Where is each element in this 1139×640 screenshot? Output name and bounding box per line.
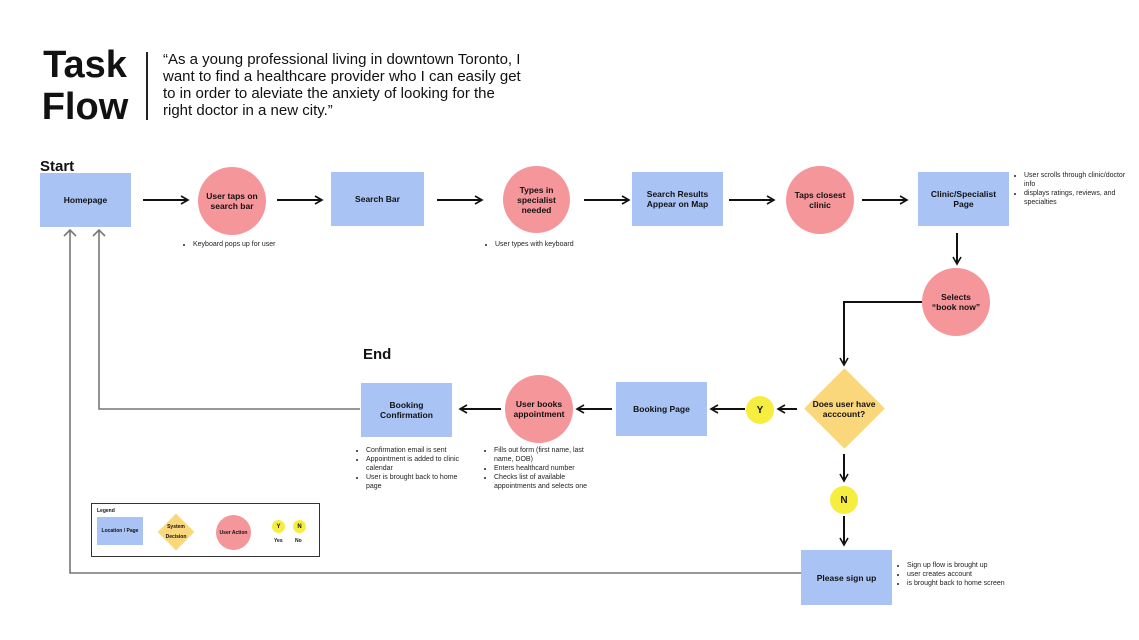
node-please-sign-up: Please sign up: [801, 550, 892, 605]
legend-yes-label: Yes: [274, 538, 283, 544]
return-signup-to-home: [63, 228, 801, 574]
note-item: Keyboard pops up for user: [193, 240, 333, 249]
node-booking-page: Booking Page: [616, 382, 707, 436]
node-search-results: Search Results Appear on Map: [632, 172, 723, 226]
note-item: Fills out form (first name, last name, D…: [494, 446, 600, 464]
header-divider: [146, 52, 148, 120]
legend-no-label: No: [295, 538, 302, 544]
node-user-books-appointment: User books appointment: [505, 375, 573, 443]
node-booking-confirmation: Booking Confirmation: [361, 383, 452, 437]
note-item: User scrolls through clinic/doctor info: [1024, 171, 1134, 189]
legend-system-decision: System Decision: [165, 524, 187, 540]
notes-taps-search: Keyboard pops up for user: [183, 240, 333, 249]
node-user-taps-search: User taps on search bar: [198, 167, 266, 235]
note-item: Confirmation email is sent: [366, 446, 466, 455]
note-item: is brought back to home screen: [907, 579, 1007, 588]
legend-yes-symbol: Y: [272, 520, 285, 533]
legend-location-page: Location / Page: [97, 517, 143, 545]
notes-clinic-page: User scrolls through clinic/doctor info …: [1014, 171, 1134, 207]
legend-title: Legend: [97, 508, 115, 514]
node-taps-clinic: Taps closest clinic: [786, 166, 854, 234]
notes-booking-confirmation: Confirmation email is sent Appointment i…: [356, 446, 466, 491]
notes-sign-up: Sign up flow is brought up user creates …: [897, 561, 1007, 588]
page-title: Task Flow: [38, 44, 132, 128]
node-search-bar: Search Bar: [331, 172, 424, 226]
notes-types-specialist: User types with keyboard: [485, 240, 635, 249]
note-item: user creates account: [907, 570, 1007, 579]
arrow-selects-to-decision: [839, 301, 922, 367]
note-item: Enters healthcard number: [494, 464, 600, 473]
node-yes: Y: [746, 396, 774, 424]
node-clinic-page: Clinic/Specialist Page: [918, 172, 1009, 226]
note-item: User types with keyboard: [495, 240, 635, 249]
note-item: Checks list of available appointments an…: [494, 473, 600, 491]
node-has-account: Does user have acccount?: [812, 399, 876, 419]
node-types-specialist: Types in specialist needed: [503, 166, 570, 233]
title-line-2: Flow: [41, 86, 129, 128]
start-label: Start: [40, 158, 75, 175]
legend-user-action: User Action: [216, 515, 251, 550]
note-item: User is brought back to home page: [366, 473, 466, 491]
return-confirmation-to-home: [92, 228, 360, 410]
note-item: Sign up flow is brought up: [907, 561, 1007, 570]
legend: Legend Location / Page System Decision U…: [91, 503, 320, 557]
user-story-quote: “As a young professional living in downt…: [163, 51, 521, 119]
note-item: Appointment is added to clinic calendar: [366, 455, 466, 473]
node-no: N: [830, 486, 858, 514]
legend-no-symbol: N: [293, 520, 306, 533]
notes-books-appointment: Fills out form (first name, last name, D…: [484, 446, 600, 491]
title-line-1: Task: [43, 44, 127, 86]
node-homepage: Homepage: [40, 173, 131, 227]
note-item: displays ratings, reviews, and specialti…: [1024, 189, 1134, 207]
node-selects-book-now: Selects “book now”: [922, 268, 990, 336]
end-label: End: [363, 346, 392, 363]
